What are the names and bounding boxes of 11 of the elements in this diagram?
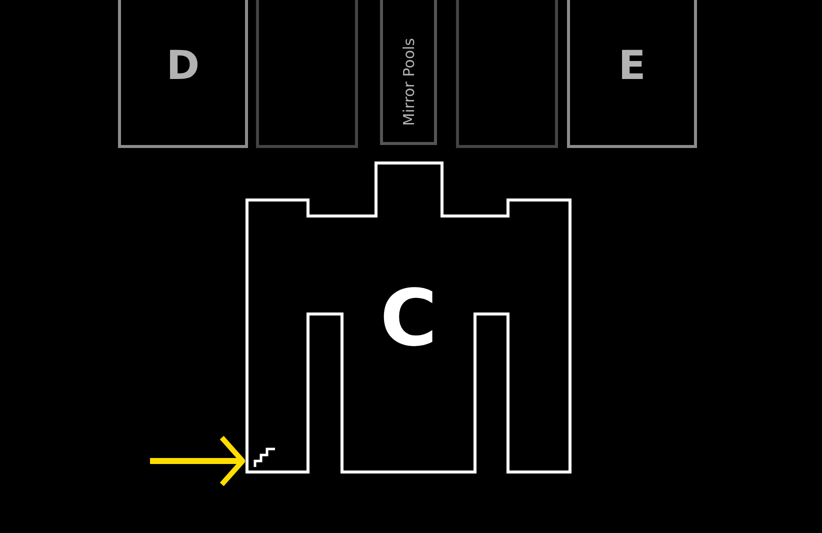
- building-letter: C: [380, 280, 438, 358]
- entrance-arrow: [150, 435, 246, 487]
- building-block: [567, 0, 697, 148]
- building-block: [118, 0, 248, 148]
- building-letter: E: [618, 43, 646, 89]
- building-outline: [245, 161, 572, 474]
- pool-label: Mirror Pools: [400, 38, 418, 126]
- building-block: [456, 0, 558, 148]
- pool-block: [380, 0, 437, 145]
- building-block: [256, 0, 358, 148]
- building-letter: D: [166, 43, 200, 89]
